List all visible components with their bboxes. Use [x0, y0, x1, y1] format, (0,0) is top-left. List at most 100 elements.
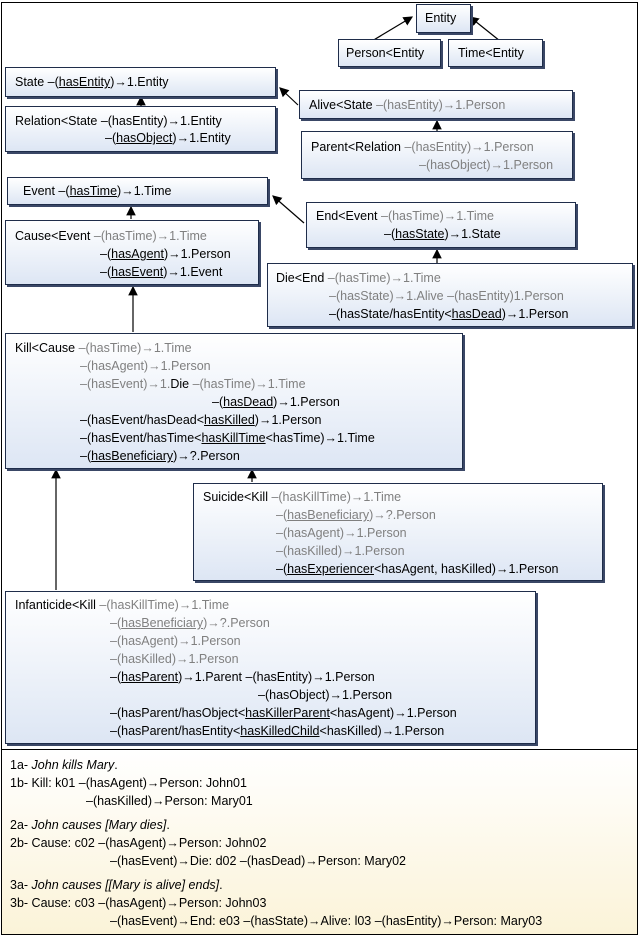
suicide-line1: Suicide<Kill –(hasKillTime)→1.Time [203, 490, 401, 505]
infanticide-line1: Infanticide<Kill –(hasKillTime)→1.Time [15, 598, 229, 613]
example-2b-line1: 2b- Cause: c02 –(hasAgent)→Person: John0… [10, 836, 267, 850]
die-inherited2: –(hasState)→1.Alive [329, 289, 444, 303]
kill-l5-rel: hasKilled [204, 413, 255, 427]
example-3a-period: . [219, 878, 223, 892]
die-head: Die<End [276, 271, 325, 285]
cause-l3-pre: –( [100, 265, 112, 279]
parent-box: Parent<Relation –(hasEntity)→1.Person –(… [301, 131, 573, 179]
parent-line1: Parent<Relation –(hasEntity)→1.Person [311, 140, 534, 155]
cause-l2-rel: hasAgent [111, 247, 164, 261]
parent-head: Parent<Relation [311, 140, 401, 154]
event-pre: Event –( [23, 184, 70, 198]
cause-inherited: –(hasTime)→1.Time [90, 229, 207, 243]
infanticide-g2-rel: hasBeneficiary [121, 616, 204, 630]
suicide-g2-pre: –( [276, 508, 288, 522]
infanticide-l8-pre: –(hasParent/hasEntity< [110, 724, 241, 738]
event-text: Event –(hasTime)→1.Time [23, 184, 171, 199]
infanticide-line4: –(hasKilled)→1.Person [110, 652, 239, 666]
die-inherited1: –(hasTime)→1.Time [324, 271, 441, 285]
suicide-l5-rel: hasExperiencer [287, 562, 374, 576]
alive-inherited: –(hasEntity)→1.Person [372, 98, 506, 112]
suicide-line3: –(hasAgent)→1.Person [276, 526, 407, 540]
example-2a-sentence: John causes [Mary dies] [31, 818, 167, 832]
infanticide-g2-post: )→?.Person [203, 616, 270, 630]
infanticide-line5: –(hasParent)→1.Parent –(hasEntity)→1.Per… [110, 670, 375, 685]
suicide-l5-post: <hasAgent, hasKilled)→1.Person [373, 562, 559, 576]
kill-line5: –(hasEvent/hasDead<hasKilled)→1.Person [80, 413, 321, 428]
kill-l7-pre: –( [80, 449, 92, 463]
cause-line1: Cause<Event –(hasTime)→1.Time [15, 229, 207, 244]
kill-g3b: –(hasTime)→1.Time [189, 377, 306, 391]
example-2a-period: . [166, 818, 170, 832]
kill-line4: –(hasDead)→1.Person [212, 395, 340, 410]
cause-head: Cause<Event [15, 229, 91, 243]
example-1b-line1: 1b- Kill: k01 –(hasAgent)→Person: John01 [10, 776, 247, 790]
cause-l2-pre: –( [100, 247, 112, 261]
relation-line2-pre: –( [105, 131, 117, 145]
die-line3: –(hasState/hasEntity<hasDead)→1.Person [329, 307, 568, 322]
state-box: State –(hasEntity)→1.Entity [5, 67, 276, 97]
suicide-g1: –(hasKillTime)→1.Time [267, 490, 402, 504]
cause-line3: –(hasEvent)→1.Event [100, 265, 222, 280]
infanticide-l8-post: <hasKilled)→1.Person [319, 724, 445, 738]
event-box: Event –(hasTime)→1.Time [7, 177, 268, 205]
suicide-head: Suicide<Kill [203, 490, 268, 504]
kill-line6: –(hasEvent/hasTime<hasKillTime<hasTime)→… [80, 431, 375, 446]
infanticide-l5-post: )→1.Parent –(hasEntity)→1.Person [178, 670, 375, 684]
suicide-l5-pre: –( [276, 562, 288, 576]
end-inherited: –(hasTime)→1.Time [377, 209, 494, 223]
examples-panel: 1a- John kills Mary. 1b- Kill: k01 –(has… [2, 749, 637, 934]
example-3b-line2: –(hasEvent)→End: e03 –(hasState)→Alive: … [110, 914, 543, 928]
suicide-box: Suicide<Kill –(hasKillTime)→1.Time –(has… [193, 483, 603, 581]
alive-box: Alive<State –(hasEntity)→1.Person [299, 90, 573, 119]
relation-line2-post: )→1.Entity [172, 131, 231, 145]
kill-l7-rel: hasBeneficiary [91, 449, 174, 463]
die-l3-pre: –(hasState/hasEntity< [329, 307, 452, 321]
example-3a-sentence: John causes [[Mary is alive] ends] [31, 878, 220, 892]
end-line2: –(hasState)→1.State [384, 227, 501, 242]
relation-line1: Relation<State –(hasEntity)→1.Entity [15, 114, 222, 128]
kill-l6-post: <hasTime)→1.Time [265, 431, 375, 445]
alive-text: Alive<State –(hasEntity)→1.Person [309, 98, 505, 113]
end-line1: End<Event –(hasTime)→1.Time [316, 209, 494, 224]
kill-line2: –(hasAgent)→1.Person [80, 359, 211, 373]
kill-g1: –(hasTime)→1.Time [75, 341, 192, 355]
person-label: Person<Entity [346, 46, 425, 60]
infanticide-g2-pre: –( [110, 616, 122, 630]
suicide-line4: –(hasKilled)→1.Person [276, 544, 405, 558]
kill-l6-rel: hasKillTime [201, 431, 266, 445]
cause-l3-post: )→1.Event [163, 265, 223, 279]
relation-box: Relation<State –(hasEntity)→1.Entity –(h… [5, 106, 276, 152]
end-line2-rel: hasState [395, 227, 445, 241]
infanticide-line7: –(hasParent/hasObject<hasKillerParent<ha… [110, 706, 457, 721]
example-1a-sentence: John kills Mary [31, 758, 115, 772]
example-1a-period: . [114, 758, 118, 772]
example-2a: 2a- John causes [Mary dies]. [10, 817, 170, 833]
infanticide-head: Infanticide<Kill [15, 598, 96, 612]
example-1b-line2: –(hasKilled)→Person: Mary01 [86, 794, 253, 808]
infanticide-l7-rel: hasKillerParent [245, 706, 330, 720]
event-post: )→1.Time [117, 184, 172, 198]
cause-l3-rel: hasEvent [111, 265, 164, 279]
state-pre: State –( [15, 75, 59, 89]
kill-line7: –(hasBeneficiary)→?.Person [80, 449, 240, 464]
infanticide-l7-pre: –(hasParent/hasObject< [110, 706, 246, 720]
die-l3-rel: hasDead [451, 307, 502, 321]
infanticide-l8-rel: hasKilledChild [240, 724, 320, 738]
example-2a-prefix: 2a- [10, 818, 32, 832]
kill-die: Die [170, 377, 190, 391]
example-1a: 1a- John kills Mary. [10, 757, 118, 773]
kill-g3: –(hasEvent)→1. [80, 377, 171, 391]
event-rel: hasTime [69, 184, 118, 198]
kill-l6-pre: –(hasEvent/hasTime< [80, 431, 202, 445]
kill-l5-post: )→1.Person [254, 413, 322, 427]
cause-box: Cause<Event –(hasTime)→1.Time –(hasAgent… [5, 220, 259, 285]
infanticide-l5-rel: hasParent [121, 670, 179, 684]
die-l3-post: )→1.Person [501, 307, 569, 321]
time-label: Time<Entity [458, 46, 524, 60]
cause-l2-post: )→1.Person [163, 247, 231, 261]
kill-l5-pre: –(hasEvent/hasDead< [80, 413, 205, 427]
end-box: End<Event –(hasTime)→1.Time –(hasState)→… [306, 202, 576, 248]
suicide-g2-post: )→?.Person [369, 508, 436, 522]
